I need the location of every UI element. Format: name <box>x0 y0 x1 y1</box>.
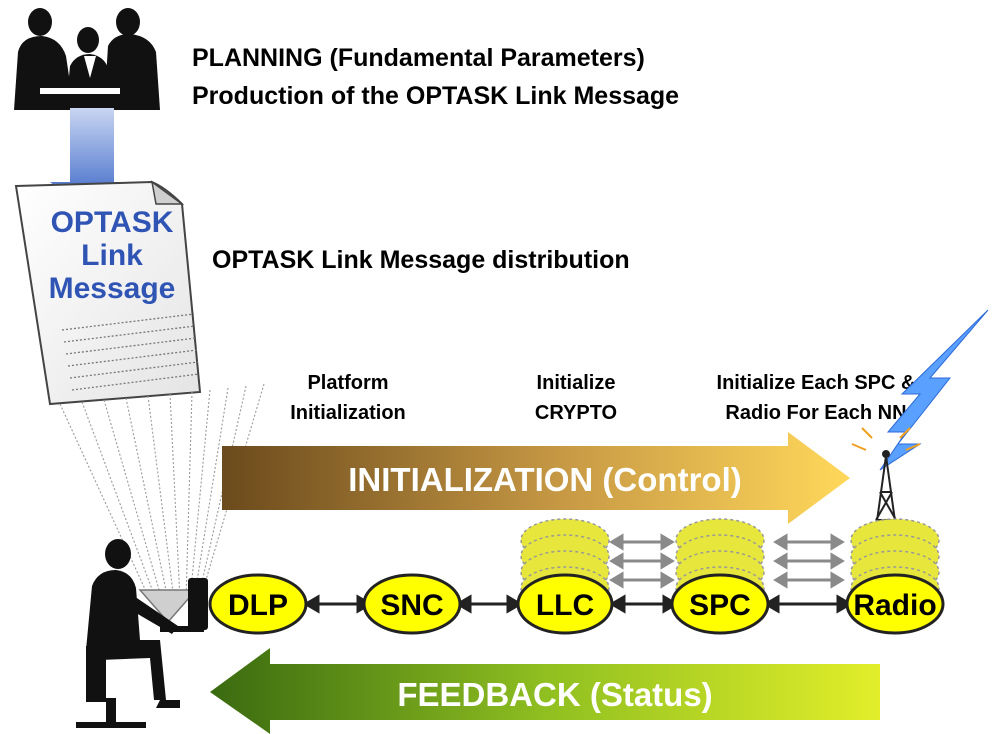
node-dlp-label: DLP <box>228 589 288 622</box>
multi-link-arrows-llc-spc <box>609 533 675 589</box>
node-spc-label: SPC <box>689 589 751 622</box>
document-title-line1: OPTASK <box>51 206 174 239</box>
optask-document-icon: OPTASK Link Message <box>14 180 202 406</box>
operator-at-workstation-icon <box>76 539 208 728</box>
node-dlp: DLP <box>208 573 308 635</box>
initialization-label: INITIALIZATION (Control) <box>348 461 741 498</box>
signal-sparks <box>851 427 921 451</box>
multi-link-arrows-spc-radio <box>773 533 845 589</box>
step-spc-radio-line2: Radio For Each NN <box>725 402 906 424</box>
node-radio: Radio <box>845 573 945 635</box>
feedback-arrow: FEEDBACK (Status) <box>210 648 880 734</box>
step-spc-radio-line1: Initialize Each SPC & <box>717 372 916 394</box>
initialization-arrow: INITIALIZATION (Control) <box>222 432 850 524</box>
node-radio-label: Radio <box>853 589 936 622</box>
node-llc: LLC <box>516 573 614 635</box>
document-title-line3: Message <box>49 272 176 305</box>
step-crypto-line1: Initialize <box>537 372 616 394</box>
step-platform-line2: Initialization <box>290 402 406 424</box>
document-title-line2: Link <box>81 239 143 272</box>
node-snc: SNC <box>362 573 462 635</box>
node-spc: SPC <box>670 573 770 635</box>
planning-team-icon <box>8 8 160 110</box>
planning-subtitle: Production of the OPTASK Link Message <box>192 82 679 110</box>
node-connectors <box>303 594 853 614</box>
node-snc-label: SNC <box>380 589 443 622</box>
step-crypto-line2: CRYPTO <box>535 402 617 424</box>
step-platform-line1: Platform <box>307 372 388 394</box>
distribution-label: OPTASK Link Message distribution <box>212 246 630 274</box>
stream-arrowhead <box>138 589 198 624</box>
planning-title: PLANNING (Fundamental Parameters) <box>192 44 645 72</box>
node-llc-label: LLC <box>536 589 594 622</box>
feedback-label: FEEDBACK (Status) <box>397 676 712 713</box>
